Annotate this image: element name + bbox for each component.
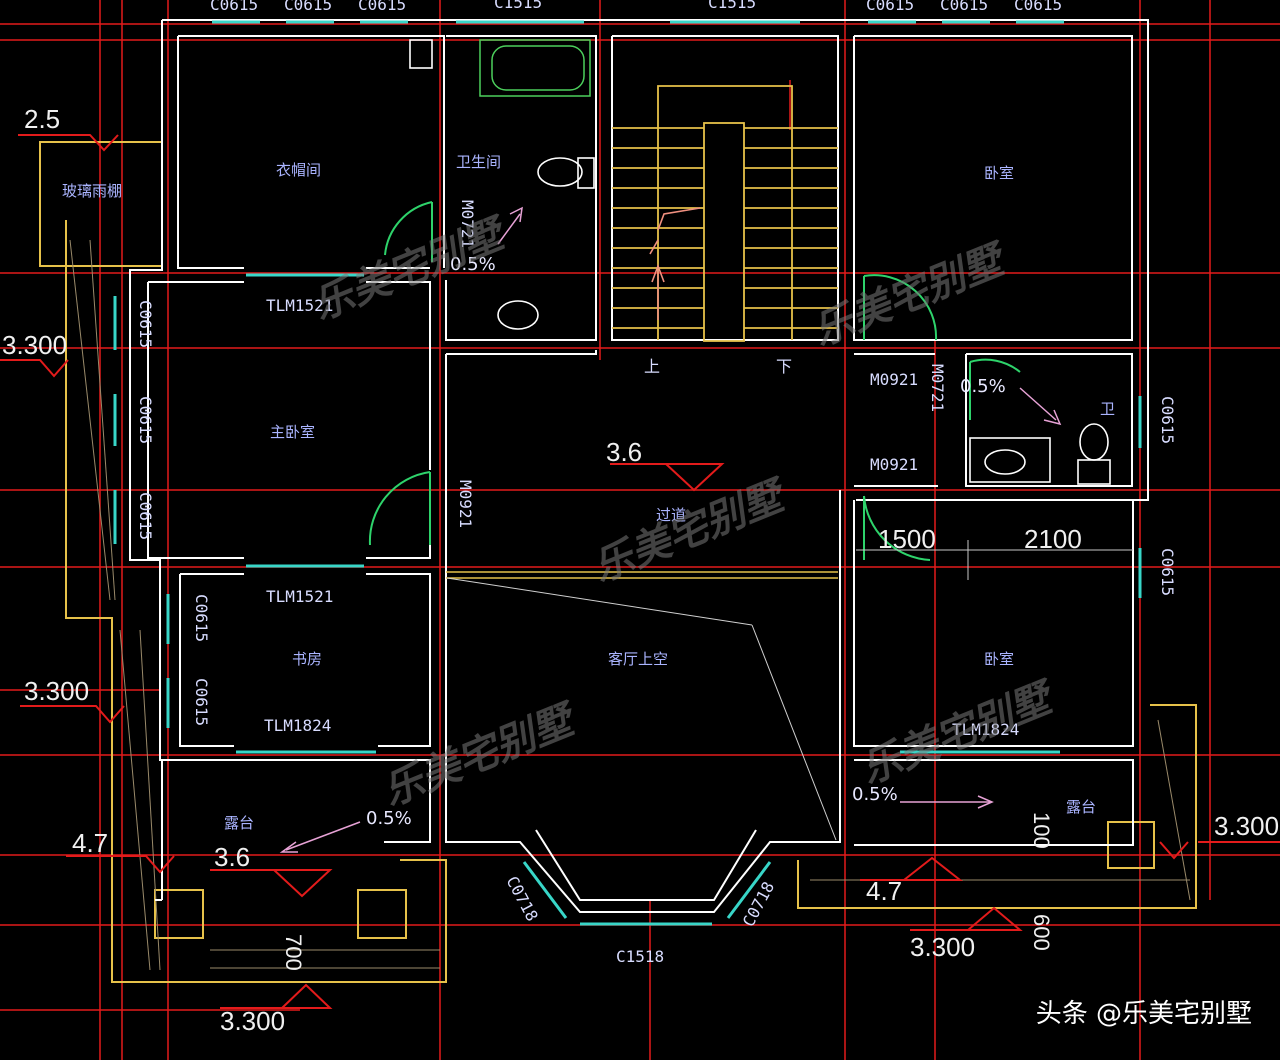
code-tlm1521-b: TLM1521 bbox=[266, 587, 333, 606]
room-labels: 衣帽间 卫生间 主卧室 书房 露台 过道 客厅上空 卧室 卫 卧室 露台 玻璃雨… bbox=[62, 153, 1115, 832]
code-win-top-7: C0615 bbox=[940, 0, 988, 14]
room-label-bath-small: 卫 bbox=[1100, 400, 1115, 418]
vertical-dims: 100 600 700 bbox=[281, 812, 1054, 971]
room-label-canopy: 玻璃雨棚 bbox=[62, 182, 122, 200]
code-win-top-5: C1515 bbox=[708, 0, 756, 12]
room-label-study: 书房 bbox=[292, 650, 322, 668]
dim-700: 700 bbox=[281, 934, 306, 971]
room-label-master-bedroom: 主卧室 bbox=[270, 423, 315, 441]
code-m0921-a: M0921 bbox=[870, 370, 918, 389]
code-c0615-m2: C0615 bbox=[136, 396, 155, 444]
code-win-top-1: C0615 bbox=[210, 0, 258, 14]
code-c0615-r1: C0615 bbox=[1158, 396, 1177, 444]
room-label-bedroom-right: 卧室 bbox=[984, 650, 1014, 668]
doors bbox=[368, 201, 1021, 561]
code-win-top-4: C1515 bbox=[494, 0, 542, 12]
dim-level-36-corridor: 3.6 bbox=[606, 437, 642, 467]
code-c0615-s2: C0615 bbox=[192, 678, 211, 726]
code-c0718-a: C0718 bbox=[502, 873, 541, 924]
dim-level-left-2: 3.300 bbox=[24, 676, 89, 706]
dimension-labels: 2.5 3.300 3.300 4.7 3.6 3.6 3.300 3.300 … bbox=[2, 104, 1279, 1036]
code-tlm1521-a: TLM1521 bbox=[266, 296, 333, 315]
room-label-bathroom: 卫生间 bbox=[456, 153, 501, 171]
terrace-outline bbox=[39, 141, 1197, 983]
room-label-terrace-left: 露台 bbox=[224, 814, 254, 832]
windows bbox=[113, 20, 1142, 926]
code-c1518: C1518 bbox=[616, 947, 664, 966]
code-c0615-r2: C0615 bbox=[1158, 548, 1177, 596]
code-c0718-b: C0718 bbox=[739, 878, 778, 929]
credit-text: 头条 @乐美宅别墅 bbox=[1035, 999, 1252, 1029]
room-label-terrace-right: 露台 bbox=[1066, 798, 1096, 816]
code-c0615-m1: C0615 bbox=[136, 300, 155, 348]
code-stair-down: 下 bbox=[776, 357, 792, 376]
slope-labels: 0.5% 0.5% 0.5% 0.5% bbox=[366, 254, 1006, 829]
walls bbox=[129, 19, 1149, 913]
code-win-top-3: C0615 bbox=[358, 0, 406, 14]
code-win-top-2: C0615 bbox=[284, 0, 332, 14]
code-m0921-b: M0921 bbox=[870, 455, 918, 474]
dim-600: 600 bbox=[1029, 914, 1054, 951]
toilet-fixtures bbox=[409, 39, 1111, 485]
level-markers bbox=[0, 134, 1280, 1009]
room-label-bedroom-top: 卧室 bbox=[984, 164, 1014, 182]
dim-span-2100: 2100 bbox=[1024, 524, 1082, 554]
dimension-line bbox=[856, 540, 1133, 580]
dim-level-36-terrace: 3.6 bbox=[214, 842, 250, 872]
room-label-cloakroom: 衣帽间 bbox=[276, 161, 321, 179]
bathroom-fixtures bbox=[479, 39, 591, 97]
dim-level-47-right: 4.7 bbox=[866, 876, 902, 906]
code-m0921-c: M0921 bbox=[456, 480, 475, 528]
dim-100: 100 bbox=[1029, 812, 1054, 849]
component-codes: C0615 C0615 C0615 C1515 C1515 C0615 C061… bbox=[210, 0, 1062, 966]
slope-label-2: 0.5% bbox=[450, 254, 496, 275]
slope-label-1: 0.5% bbox=[366, 808, 412, 829]
code-c0615-m3: C0615 bbox=[136, 492, 155, 540]
watermark-5: 乐美宅别墅 bbox=[855, 673, 1063, 793]
code-stair-up: 上 bbox=[644, 357, 660, 376]
dim-level-3300-bottom: 3.300 bbox=[220, 1006, 285, 1036]
void-diagonal bbox=[446, 577, 753, 626]
dim-span-1500: 1500 bbox=[878, 524, 936, 554]
code-m0721-a: M0721 bbox=[458, 200, 477, 248]
stair-arrows bbox=[649, 207, 701, 320]
code-tlm1824-b: TLM1824 bbox=[952, 720, 1019, 739]
dim-level-3300-br: 3.300 bbox=[910, 932, 975, 962]
room-label-corridor: 过道 bbox=[656, 506, 686, 524]
code-win-top-8: C0615 bbox=[1014, 0, 1062, 14]
dim-level-3300-right: 3.300 bbox=[1214, 811, 1279, 841]
watermarks: 乐美宅别墅 乐美宅别墅 乐美宅别墅 乐美宅别墅 乐美宅别墅 bbox=[307, 209, 1063, 815]
code-m0721-b: M0721 bbox=[928, 364, 947, 412]
railing-hatch bbox=[69, 239, 1191, 971]
room-label-living-void: 客厅上空 bbox=[608, 650, 668, 668]
dim-level-left-1: 3.300 bbox=[2, 330, 67, 360]
slope-label-3: 0.5% bbox=[960, 376, 1006, 397]
dim-level-47-left: 4.7 bbox=[72, 828, 108, 858]
slope-arrows bbox=[279, 206, 1062, 853]
slope-label-4: 0.5% bbox=[852, 784, 898, 805]
code-c0615-s1: C0615 bbox=[192, 594, 211, 642]
dim-canopy-level: 2.5 bbox=[24, 104, 60, 134]
code-win-top-6: C0615 bbox=[866, 0, 914, 14]
code-tlm1824-a: TLM1824 bbox=[264, 716, 331, 735]
void-diagonal-2 bbox=[751, 624, 837, 841]
